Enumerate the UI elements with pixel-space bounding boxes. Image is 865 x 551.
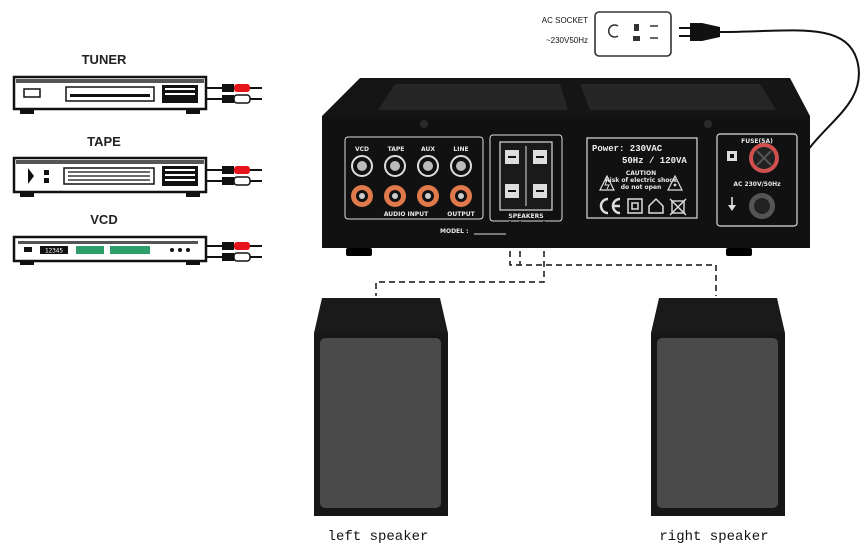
vcd-player: 12345	[12, 235, 208, 265]
audio-input-panel: VCD TAPE AUX LINE AUDIO INPUT OUTPUT MOD…	[344, 136, 506, 235]
tape-label: TAPE	[87, 134, 121, 149]
rca-jack-red	[417, 185, 439, 207]
power-inlet-panel: FUSE(5A) AC 230V/50Hz	[716, 133, 798, 227]
rca-jack-red	[384, 185, 406, 207]
ac-socket-label: AC SOCKET	[542, 16, 588, 25]
weee-bin-icon	[669, 198, 687, 216]
ac-socket-voltage: ~230V50Hz	[546, 36, 588, 45]
caution-line-1: Risk of electric shock	[605, 177, 678, 184]
power-plug	[679, 23, 720, 41]
input-label-tape: TAPE	[388, 146, 405, 153]
tape-rca-cable	[206, 166, 262, 186]
rca-jack-white	[384, 155, 406, 177]
fuse-holder-icon	[727, 151, 737, 161]
right-speaker-label: right speaker	[659, 529, 768, 545]
vcd-display: 12345	[45, 248, 63, 255]
caution-title: CAUTION	[626, 170, 656, 177]
ce-mark-icon	[599, 197, 621, 215]
model-label: MODEL :	[440, 228, 468, 235]
power-inlet	[749, 193, 775, 219]
input-label-aux: AUX	[421, 146, 435, 153]
power-spec-panel: Power: 230VAC 50Hz / 120VA CAUTION Risk …	[586, 137, 698, 219]
double-insulation-icon	[627, 198, 643, 214]
speaker-wires	[375, 221, 717, 296]
left-speaker-label: left speaker	[328, 529, 429, 545]
rca-jack-white	[351, 155, 373, 177]
warning-triangle-icon	[599, 174, 615, 191]
warning-triangle-icon	[667, 174, 683, 191]
power-frequency: 50Hz / 120VA	[622, 156, 687, 166]
tuner-unit	[12, 75, 208, 114]
input-label-vcd: VCD	[355, 146, 369, 153]
input-label-line: LINE	[453, 146, 468, 153]
vcd-label: VCD	[90, 212, 117, 227]
tuner-rca-cable	[206, 84, 262, 104]
wall-socket	[594, 11, 672, 57]
tuner-label: TUNER	[82, 52, 127, 67]
fuse-label: FUSE(5A)	[741, 138, 773, 145]
indoor-use-icon	[648, 197, 664, 214]
rca-jack-red	[450, 185, 472, 207]
speakers-label: SPEAKERS	[508, 213, 543, 220]
audio-input-label: AUDIO INPUT	[384, 211, 429, 218]
rca-jack-white	[417, 155, 439, 177]
caution-line-2: do not open	[621, 184, 662, 191]
power-rating: Power: 230VAC	[592, 144, 663, 154]
tape-deck	[12, 156, 208, 197]
output-label: OUTPUT	[447, 211, 475, 218]
fuse-knob	[749, 143, 779, 173]
vcd-rca-cable	[206, 242, 262, 262]
rca-jack-red	[351, 185, 373, 207]
speaker-terminals: SPEAKERS	[489, 134, 563, 222]
left-speaker	[314, 298, 448, 516]
right-speaker	[651, 298, 785, 516]
ac-input-label: AC 230V/50Hz	[733, 181, 781, 188]
ground-arrow-icon	[728, 197, 736, 211]
rca-jack-white	[450, 155, 472, 177]
